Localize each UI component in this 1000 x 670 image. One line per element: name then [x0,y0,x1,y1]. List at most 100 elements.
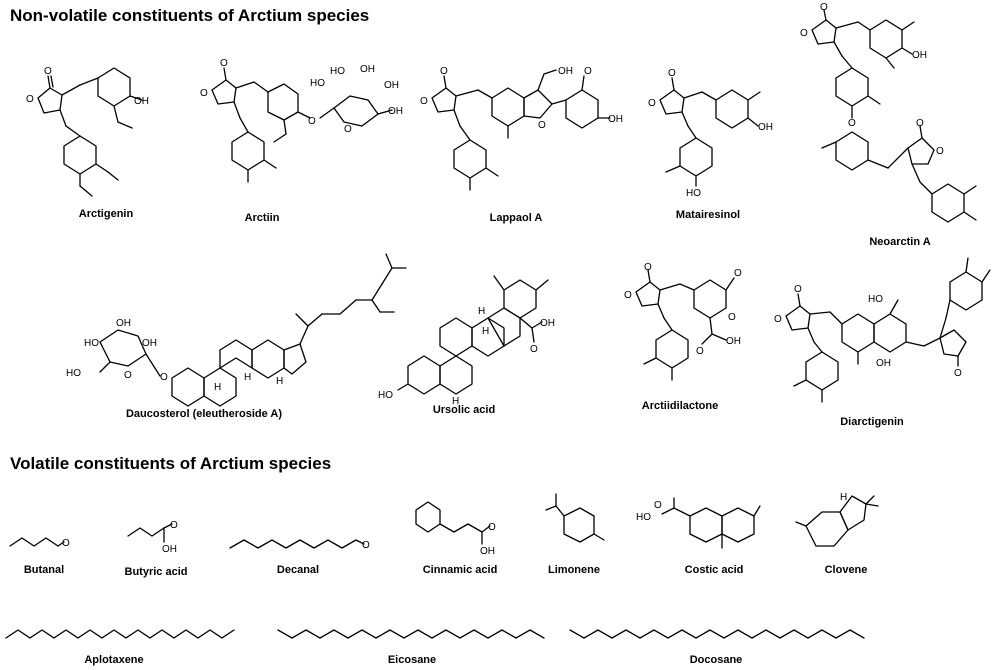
atom-label: OH [480,546,495,557]
structure-matairesinol: O O OH HO [648,68,773,199]
structure-eicosane [277,629,545,639]
label-docosane: Docosane [689,654,743,666]
atom-label: O [916,118,924,129]
atom-label: O [794,284,802,295]
atom-label: OH [162,544,177,555]
atom-label: H [478,306,485,317]
structure-limonene [545,493,605,543]
label-decanal: Decanal [276,564,320,576]
atom-label: O [440,66,448,77]
label-costic-acid: Costic acid [684,564,744,576]
label-arctiin: Arctiin [244,212,280,224]
structure-butyric-acid: O OH [127,520,178,555]
atom-label: O [200,88,208,99]
label-butyric-acid: Butyric acid [124,566,188,578]
atom-label: H [214,382,221,393]
label-eicosane: Eicosane [387,654,437,666]
label-arctigenin: Arctigenin [78,208,134,220]
atom-label: O [62,538,70,549]
structure-clovene: H [795,492,879,547]
label-daucosterol: Daucosterol (eleutheroside A) [125,408,283,420]
atom-label: O [774,314,782,325]
atom-label: OH [912,50,927,61]
structure-aplotaxene [5,629,235,639]
atom-label: O [954,368,962,379]
atom-label: O [648,98,656,109]
atom-label: HO [636,512,651,523]
label-matairesinol: Matairesinol [675,209,741,221]
atom-label: O [420,96,428,107]
atom-label: HO [310,78,325,89]
structure-ursolic-acid: OH O HO H H H [378,275,555,407]
structure-arctiin: O O O O HO HO OH OH OH [200,58,403,183]
structure-lappaol-a: O O OH O OH O [420,66,623,191]
atom-label: OH [540,318,555,329]
atom-label: O [170,520,178,531]
atom-label: H [452,396,459,407]
atom-label: O [936,146,944,157]
atom-label: O [848,118,856,129]
atom-label: O [820,2,828,13]
atom-label: O [538,120,546,131]
atom-label: O [26,94,34,105]
atom-label: O [800,28,808,39]
atom-label: O [488,522,496,533]
label-arctiidilactone: Arctiidilactone [641,400,719,412]
atom-label: HO [686,188,701,199]
atom-label: O [44,66,52,77]
label-diarctigenin: Diarctigenin [840,416,904,428]
structure-arctiidilactone: O O O O OH O [624,262,742,381]
label-cinnamic-acid: Cinnamic acid [422,564,498,576]
atom-label: O [220,58,228,69]
structure-costic-acid: O HO [636,497,761,549]
atom-label: HO [66,368,81,379]
atom-label: O [344,124,352,135]
atom-label: HO [84,338,99,349]
atom-label: HO [330,66,345,77]
nonvolatile-section-title: Non-volatile constituents of Arctium spe… [10,6,370,25]
label-butanal: Butanal [23,564,65,576]
atom-label: HO [868,294,883,305]
atom-label: OH [360,64,375,75]
atom-label: OH [384,80,399,91]
structure-cinnamic-acid: O OH [415,501,496,557]
atom-label: OH [116,318,131,329]
atom-label: H [482,326,489,337]
atom-label: H [276,376,283,387]
structure-neoarctin-a: O O OH O O O [800,2,977,223]
atom-label: O [308,116,316,127]
atom-label: OH [726,336,741,347]
structure-arctigenin: O O OH [26,66,149,197]
structure-decanal: O [229,539,370,551]
structure-daucosterol: OH HO OH O HO O H H [66,253,407,407]
atom-label: O [734,268,742,279]
atom-label: OH [388,106,403,117]
atom-label: O [728,312,736,323]
structure-docosane [569,629,865,639]
atom-label: OH [876,358,891,369]
label-neoarctin-a: Neoarctin A [869,236,931,248]
atom-label: H [840,492,847,503]
atom-label: OH [134,96,149,107]
atom-label: H [244,372,251,383]
atom-label: O [644,262,652,273]
volatile-section-title: Volatile constituents of Arctium species [10,454,332,473]
label-limonene: Limonene [548,564,600,576]
atom-label: O [530,344,538,355]
atom-label: O [668,68,676,79]
atom-label: OH [558,66,573,77]
atom-label: O [654,500,662,511]
label-lappaol-a: Lappaol A [489,212,543,224]
atom-label: OH [608,114,623,125]
atom-label: O [160,372,168,383]
atom-label: HO [378,390,393,401]
structure-butanal: O [9,537,70,549]
atom-label: OH [758,122,773,133]
structure-diarctigenin: O O HO OH O [774,257,991,403]
label-aplotaxene: Aplotaxene [84,654,144,666]
atom-label: O [124,370,132,381]
label-ursolic-acid: Ursolic acid [432,404,496,416]
atom-label: O [584,66,592,77]
